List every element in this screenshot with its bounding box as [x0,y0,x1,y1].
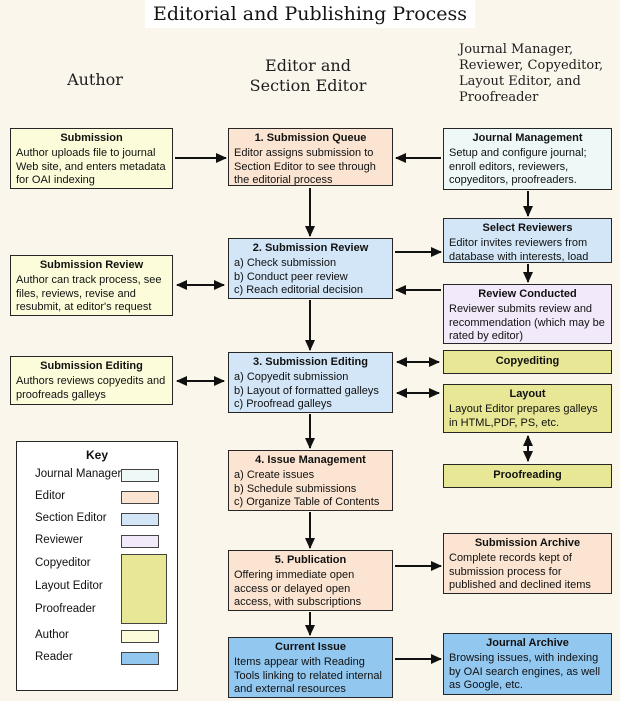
node-body: Offering immediate open access or delaye… [234,568,362,609]
node-journal-management: Journal Management Setup and configure j… [443,128,612,190]
node-copyediting: Copyediting [443,350,612,374]
node-title: Proofreading [493,469,562,482]
node-submission-editing-author: Submission Editing Authors reviews copye… [10,356,173,405]
node-submission-editing: 3. Submission Editing a) Copyedit submis… [228,352,393,413]
node-submission-archive: Submission Archive Complete records kept… [443,533,612,594]
key-swatch-journal-manager [121,469,159,482]
node-title: Review Conducted [478,288,577,300]
node-title: Current Issue [275,641,346,653]
node-body: Editor invites reviewers from database w… [449,236,589,263]
node-title: Copyediting [495,355,560,368]
node-body: a) Create issues b) Schedule submissions… [234,468,380,509]
node-layout: Layout Layout Editor prepares galleys in… [443,384,612,433]
node-title: 5. Publication [274,554,347,566]
key-swatch-production [121,554,167,624]
node-body: Editor assigns submission to Section Edi… [234,146,376,187]
node-title: Submission Editing [40,360,143,372]
node-title: Journal Archive [486,637,569,649]
key-swatch-reader [121,652,159,665]
node-review-conducted: Review Conducted Reviewer submits review… [443,284,612,344]
key-item-section-editor: Section Editor [35,512,107,524]
node-title: 4. Issue Management [255,454,366,466]
key-item-proofreader: Proofreader [35,603,96,615]
key-item-reviewer: Reviewer [35,534,83,546]
key-item-layout-editor: Layout Editor [35,580,103,592]
node-body: Items appear with Reading Tools linking … [234,655,382,696]
key-item-reader: Reader [35,651,73,663]
key-title: Key [85,448,108,462]
node-submission-review: 2. Submission Review a) Check submission… [228,238,393,299]
column-header-editor: Editor and Section Editor [249,56,367,95]
node-submission-queue: 1. Submission Queue Editor assigns submi… [228,128,393,186]
diagram-title: Editorial and Publishing Process [145,0,475,28]
node-body: Authors reviews copyedits and proofreads… [16,374,166,401]
node-body: a) Check submission b) Conduct peer revi… [234,256,364,297]
node-title: Submission Review [39,259,144,271]
node-title: Submission Archive [474,537,581,549]
node-title: 2. Submission Review [252,242,369,254]
node-body: Author can track process, see files, rev… [16,273,162,314]
node-title: Layout [509,388,546,400]
node-issue-management: 4. Issue Management a) Create issues b) … [228,450,393,511]
key-swatch-editor [121,491,159,504]
node-select-reviewers: Select Reviewers Editor invites reviewer… [443,218,612,263]
node-body: Reviewer submits review and recommendati… [449,302,605,343]
key-item-editor: Editor [35,490,66,502]
key-item-journal-manager: Journal Manager [35,468,122,480]
node-body: a) Copyedit submission b) Layout of form… [234,370,379,411]
node-body: Complete records kept of submission proc… [449,551,591,592]
node-body: Browsing issues, with indexing by OAI se… [449,651,601,692]
node-publication: 5. Publication Offering immediate open a… [228,550,393,611]
node-current-issue: Current Issue Items appear with Reading … [228,637,393,698]
node-title: 1. Submission Queue [254,132,367,144]
node-body: Author uploads file to journal Web site,… [16,146,166,187]
column-header-author: Author [67,70,123,89]
key-swatch-section-editor [121,513,159,526]
key-item-copyeditor: Copyeditor [35,557,91,569]
column-header-managers: Journal Manager, Reviewer, Copyeditor, L… [459,42,604,105]
node-title: 3. Submission Editing [253,356,368,368]
node-title: Journal Management [472,132,583,144]
node-journal-archive: Journal Archive Browsing issues, with in… [443,633,612,695]
node-body: Setup and configure journal; enroll edit… [449,146,587,187]
node-body: Layout Editor prepares galleys in HTML,P… [449,402,598,429]
node-title: Submission [60,132,123,144]
node-submission-review-author: Submission Review Author can track proce… [10,255,173,316]
node-proofreading: Proofreading [443,464,612,488]
node-title: Select Reviewers [482,222,573,234]
node-submission: Submission Author uploads file to journa… [10,128,173,189]
key-item-author: Author [35,629,69,641]
key-swatch-reviewer [121,535,159,548]
key-legend: Key Journal Manager Editor Section Edito… [16,441,178,691]
key-swatch-author [121,630,159,643]
